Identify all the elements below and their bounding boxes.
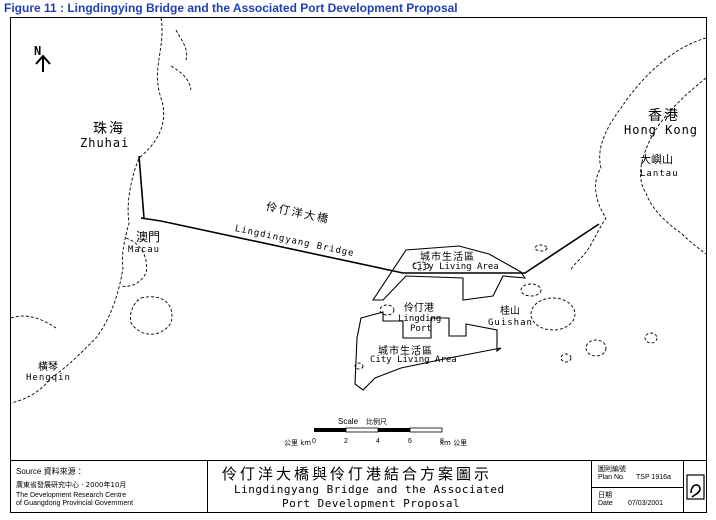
bridge-alignment [138,155,600,274]
lingding-port-label-cn: 伶仃港 [404,303,434,314]
city-living-area-2-label-cn: 城市生活區 [378,346,433,357]
plan-label-en: Plan No. [598,474,625,481]
city-living-area-2-label-en: City Living Area [370,355,457,365]
scale-bar [314,427,443,433]
source-label: Source 資料來源 ： [16,467,86,476]
coastlines [11,18,706,404]
zhuhai-label-en: Zhuhai [80,136,130,150]
map-canvas [11,18,706,433]
plan-number: TSP 1916a [636,474,671,481]
hongkong-label-cn: 香港 [648,108,680,124]
title-block-main: 伶仃洋大橋與伶仃港結合方案圖示 Lingdingyang Bridge and … [208,460,592,512]
hengqin-label-en: Hengqin [26,373,71,383]
scale-tick-label: 4 [376,438,380,445]
main-title-en-1: Lingdingyang Bridge and the Associated [234,483,505,496]
scale-title-cn: 比例尺 [366,418,387,426]
date-label-en: Date [598,500,613,507]
date-value: 07/03/2001 [628,500,664,507]
scale-title-en: Scale [338,417,359,426]
lantau-label-en: Lantau [640,169,679,179]
date-label-cn: 日期 [598,491,612,499]
map-frame [10,17,707,513]
hongkong-label-en: Hong Kong [624,123,699,137]
title-block-source: Source 資料來源 ： 廣東省發展研究中心 · 2000年10月 The D… [10,460,208,512]
guishan-label-en: Guishan [488,318,533,328]
guishan-label-cn: 桂山 [500,306,520,317]
zhuhai-label-cn: 珠海 [93,121,125,137]
source-org-en-1: The Development Research Centre [16,492,127,499]
source-org-cn: 廣東省發展研究中心 · 2000年10月 [16,481,127,489]
lingding-port-label-en-2: Port [410,324,432,334]
main-title-en-2: Port Development Proposal [282,497,461,510]
title-block-plan: 圖則編號 Plan No. TSP 1916a 日期 Date 07/03/20… [592,460,684,512]
scale-tick-label: 0 [312,438,316,445]
hengqin-label-cn: 橫琴 [38,362,58,373]
title-block-logo [684,460,707,512]
reclamation-areas [354,245,527,391]
lantau-label-cn: 大嶼山 [640,153,673,166]
scale-tick-label: 2 [344,438,348,445]
north-label: N [34,44,43,58]
plan-label-cn: 圖則編號 [598,465,626,473]
macau-label-en: Macau [128,245,161,255]
city-living-area-label-en: City Living Area [412,262,499,272]
north-arrow-icon [35,54,51,72]
city-living-area-label-cn: 城市生活區 [420,252,475,263]
scale-tick-label: 6 [408,438,412,445]
scale-unit-left: 公里 km [284,439,312,447]
planning-dept-logo-icon [686,474,705,500]
plan-number-box: 圖則編號 Plan No. TSP 1916a [592,461,683,488]
lingding-port-label-en-1: Lingding [398,314,442,324]
scale-tick-label: 8 [440,438,444,445]
scale-unit-right: km 公里 [440,439,468,447]
source-org-en-2: of Guangdong Provincial Government [16,500,134,507]
main-title-cn: 伶仃洋大橋與伶仃港結合方案圖示 [222,465,493,483]
figure-title: Figure 11 : Lingdingying Bridge and the … [4,1,458,15]
macau-label-cn: 澳門 [136,230,161,244]
